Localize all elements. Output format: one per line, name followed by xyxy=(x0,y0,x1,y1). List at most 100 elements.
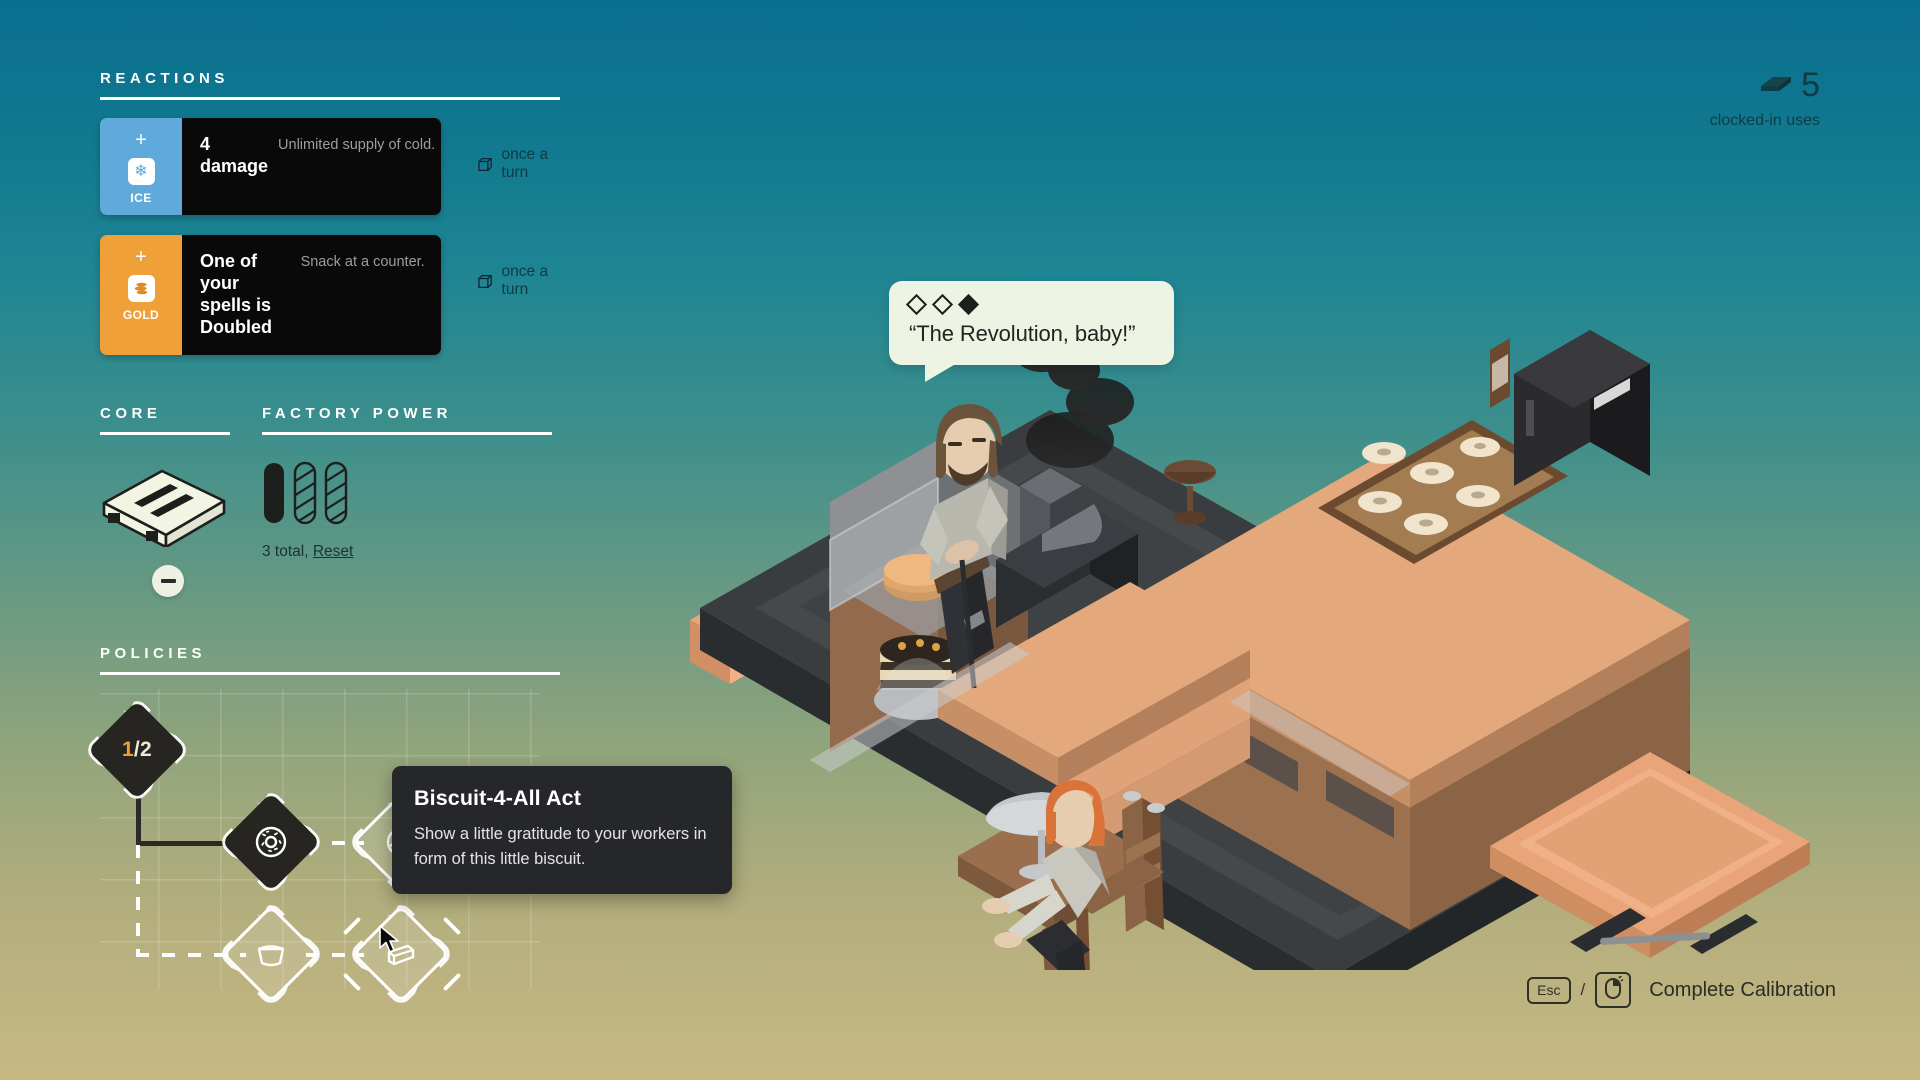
policies-heading: POLICIES xyxy=(100,644,207,662)
mouse-click-icon[interactable] xyxy=(1595,972,1632,1008)
core-plate-icon xyxy=(100,461,230,549)
left-hud-panel: REACTIONS + ❄ ICE 4 damage Unlimited sup… xyxy=(100,70,560,989)
reaction-subtitle: Unlimited supply of cold. xyxy=(278,137,436,153)
baker-standing xyxy=(920,404,1008,689)
reaction-tag-ice: + ❄ ICE xyxy=(100,118,182,215)
chair xyxy=(1070,791,1165,970)
prep-counter xyxy=(938,582,1250,866)
slab-icon xyxy=(1761,77,1792,91)
mouse-cursor-icon xyxy=(379,925,399,953)
reaction-tag-label: ICE xyxy=(130,191,152,205)
diamond-outline-icon xyxy=(905,293,928,316)
diamond-filled-icon xyxy=(957,293,980,316)
bowl-icon xyxy=(236,919,306,989)
speech-bubble: “The Revolution, baby!” xyxy=(889,281,1174,382)
policy-node-root[interactable]: 1/2 xyxy=(102,715,172,785)
stats-row: CORE FACTORY POWER xyxy=(100,405,560,597)
sheet-pan xyxy=(1490,752,1810,958)
reaction-limit: once a turn xyxy=(477,146,560,182)
policy-progress-denominator: /2 xyxy=(133,737,153,761)
minus-icon xyxy=(160,578,176,583)
factory-power-total: 3 total, xyxy=(262,542,309,560)
reaction-title: 4 damage xyxy=(200,134,269,176)
clocked-in-count: 5 xyxy=(1801,66,1820,104)
policy-node-donut[interactable] xyxy=(236,807,306,877)
clocked-in-uses-indicator: 5 clocked-in uses xyxy=(1710,68,1820,130)
reactions-list: + ❄ ICE 4 damage Unlimited supply of col… xyxy=(100,118,560,355)
power-pill-filled xyxy=(264,462,284,523)
hint-label: Complete Calibration xyxy=(1649,978,1836,1001)
complete-calibration-hint[interactable]: Esc / Complete Calibration xyxy=(1527,972,1836,1008)
policy-connector-dashed xyxy=(306,952,364,957)
reaction-card-gold[interactable]: + GOLD One of your spells is Doubled xyxy=(100,235,441,355)
core-section: CORE xyxy=(100,405,230,597)
factory-power-summary: 3 total, Reset xyxy=(262,543,552,561)
policy-connector-solid xyxy=(136,784,141,845)
tooltip-title: Biscuit-4-All Act xyxy=(414,786,581,810)
reaction-tag-gold: + GOLD xyxy=(100,235,182,355)
section-divider xyxy=(262,431,552,435)
reaction-row: + GOLD One of your spells is Doubled xyxy=(100,235,560,355)
diamond-outline-icon xyxy=(931,293,954,316)
policy-connector-dashed xyxy=(136,844,140,957)
policy-progress-numerator: 1 xyxy=(121,737,134,761)
power-pill-empty xyxy=(324,461,348,525)
policy-connector-solid xyxy=(136,840,242,846)
reaction-limit-label: once a turn xyxy=(501,263,549,298)
factory-power-section: FACTORY POWER xyxy=(262,405,552,597)
factory-power-meter xyxy=(262,461,552,527)
coins-icon xyxy=(127,275,155,302)
policy-tooltip: Biscuit-4-All Act Show a little gratitud… xyxy=(392,766,732,895)
sparkle-ray-icon xyxy=(442,972,462,992)
plus-icon: + xyxy=(135,246,147,268)
section-divider xyxy=(100,431,230,435)
section-divider xyxy=(100,671,560,675)
reactions-heading: REACTIONS xyxy=(100,70,229,87)
hint-separator: / xyxy=(1580,980,1586,1000)
coins-glyph xyxy=(134,282,147,295)
policy-node-bowl[interactable] xyxy=(236,919,306,989)
cube-icon xyxy=(478,274,492,288)
power-pill-empty xyxy=(293,461,317,525)
donut-icon xyxy=(236,807,306,877)
plus-icon: + xyxy=(135,129,147,151)
sparkle-ray-icon xyxy=(342,972,362,992)
cake-slice-icon xyxy=(366,919,436,989)
policy-connector-dashed xyxy=(306,840,364,845)
donut-tray xyxy=(1318,420,1568,564)
snowflake-icon: ❄ xyxy=(127,158,155,185)
customer-seated xyxy=(982,780,1110,970)
node-glyph: 1/2 xyxy=(102,715,172,785)
reaction-limit: once a turn xyxy=(477,263,560,299)
clocked-in-caption: clocked-in uses xyxy=(1709,112,1820,129)
donuts xyxy=(1358,437,1500,535)
main-counter xyxy=(1110,450,1690,930)
esc-key-icon[interactable]: Esc xyxy=(1527,976,1571,1004)
policy-connector-dashed xyxy=(136,952,246,957)
factory-power-heading: FACTORY POWER xyxy=(262,404,452,422)
sparkle-ray-icon xyxy=(442,916,462,936)
isometric-bakery-diorama[interactable] xyxy=(690,290,1820,970)
core-heading: CORE xyxy=(100,404,162,422)
speech-bubble-text: “The Revolution, baby!” xyxy=(909,321,1136,346)
policy-node-biscuit[interactable] xyxy=(342,919,462,989)
reaction-subtitle: Snack at a counter. xyxy=(300,254,425,270)
reactions-section: REACTIONS + ❄ ICE 4 damage Unlimited sup… xyxy=(100,70,560,355)
sparkle-ray-icon xyxy=(342,916,362,936)
tooltip-body: Show a little gratitude to your workers … xyxy=(414,825,707,869)
reaction-body: One of your spells is Doubled Snack at a… xyxy=(182,235,441,355)
reaction-tag-label: GOLD xyxy=(122,308,160,322)
reaction-card-ice[interactable]: + ❄ ICE 4 damage Unlimited supply of col… xyxy=(100,118,441,215)
reaction-limit-label: once a turn xyxy=(501,146,549,181)
cube-icon xyxy=(478,157,492,171)
clocked-in-row: 5 xyxy=(1710,68,1820,102)
core-decrement-button[interactable] xyxy=(152,564,184,597)
reaction-row: + ❄ ICE 4 damage Unlimited supply of col… xyxy=(100,118,560,215)
factory-power-reset-link[interactable]: Reset xyxy=(312,542,354,560)
reaction-body: 4 damage Unlimited supply of cold. xyxy=(182,118,441,215)
section-divider xyxy=(100,97,560,100)
speech-bubble-dots xyxy=(905,293,1154,316)
reaction-title: One of your spells is Doubled xyxy=(200,251,272,337)
fridge xyxy=(1490,330,1650,486)
goblet xyxy=(1164,460,1216,525)
